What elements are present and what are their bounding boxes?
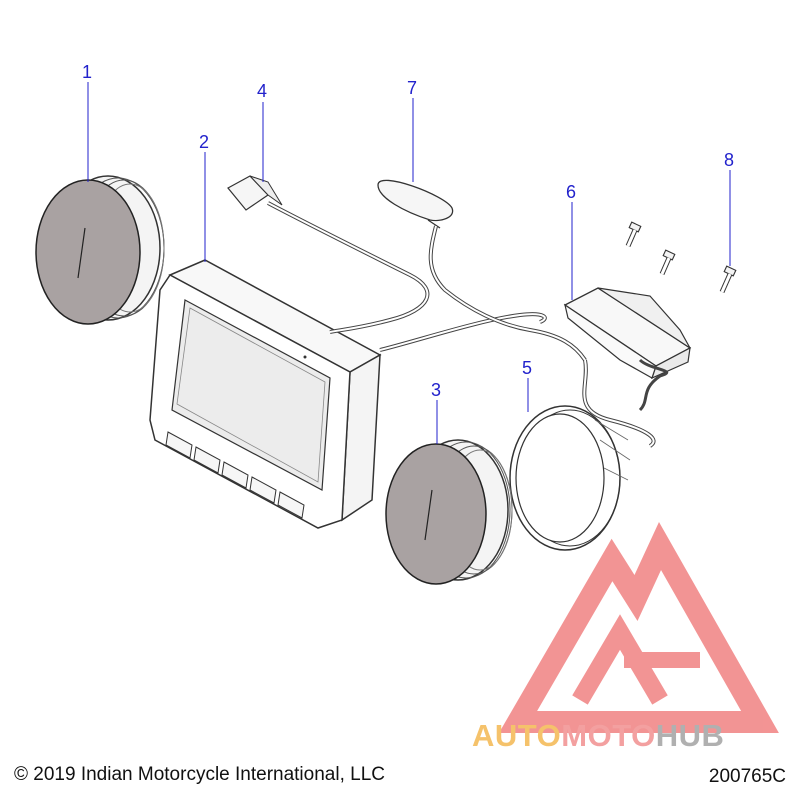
watermark-text-auto: AUTO (472, 718, 562, 753)
watermark-text-moto: MOTO (561, 718, 656, 753)
lens-cap-part-3 (385, 439, 513, 585)
display-unit-part-2 (149, 259, 382, 529)
callout-6: 6 (566, 182, 576, 202)
ring-part-5 (509, 405, 631, 551)
callout-5: 5 (522, 358, 532, 378)
display-buttons (165, 431, 305, 519)
callout-3: 3 (431, 380, 441, 400)
leader-lines (87, 82, 731, 444)
lens-cap-part-1 (35, 175, 165, 325)
watermark-text: AUTOMOTOHUB (472, 718, 724, 754)
usb-cable-part-4 (227, 175, 547, 352)
antenna-part-7 (377, 179, 656, 448)
watermark-text-hub: HUB (655, 718, 725, 753)
watermark-logo (498, 521, 779, 733)
callout-1: 1 (82, 62, 92, 82)
module-part-6 (563, 287, 692, 412)
copyright-notice: © 2019 Indian Motorcycle International, … (14, 764, 385, 785)
callout-7: 7 (407, 78, 417, 98)
screws-part-8 (625, 221, 737, 294)
callout-2: 2 (199, 132, 209, 152)
callout-4: 4 (257, 81, 267, 101)
callout-8: 8 (724, 150, 734, 170)
diagram-reference-code: 200765C (708, 766, 786, 787)
